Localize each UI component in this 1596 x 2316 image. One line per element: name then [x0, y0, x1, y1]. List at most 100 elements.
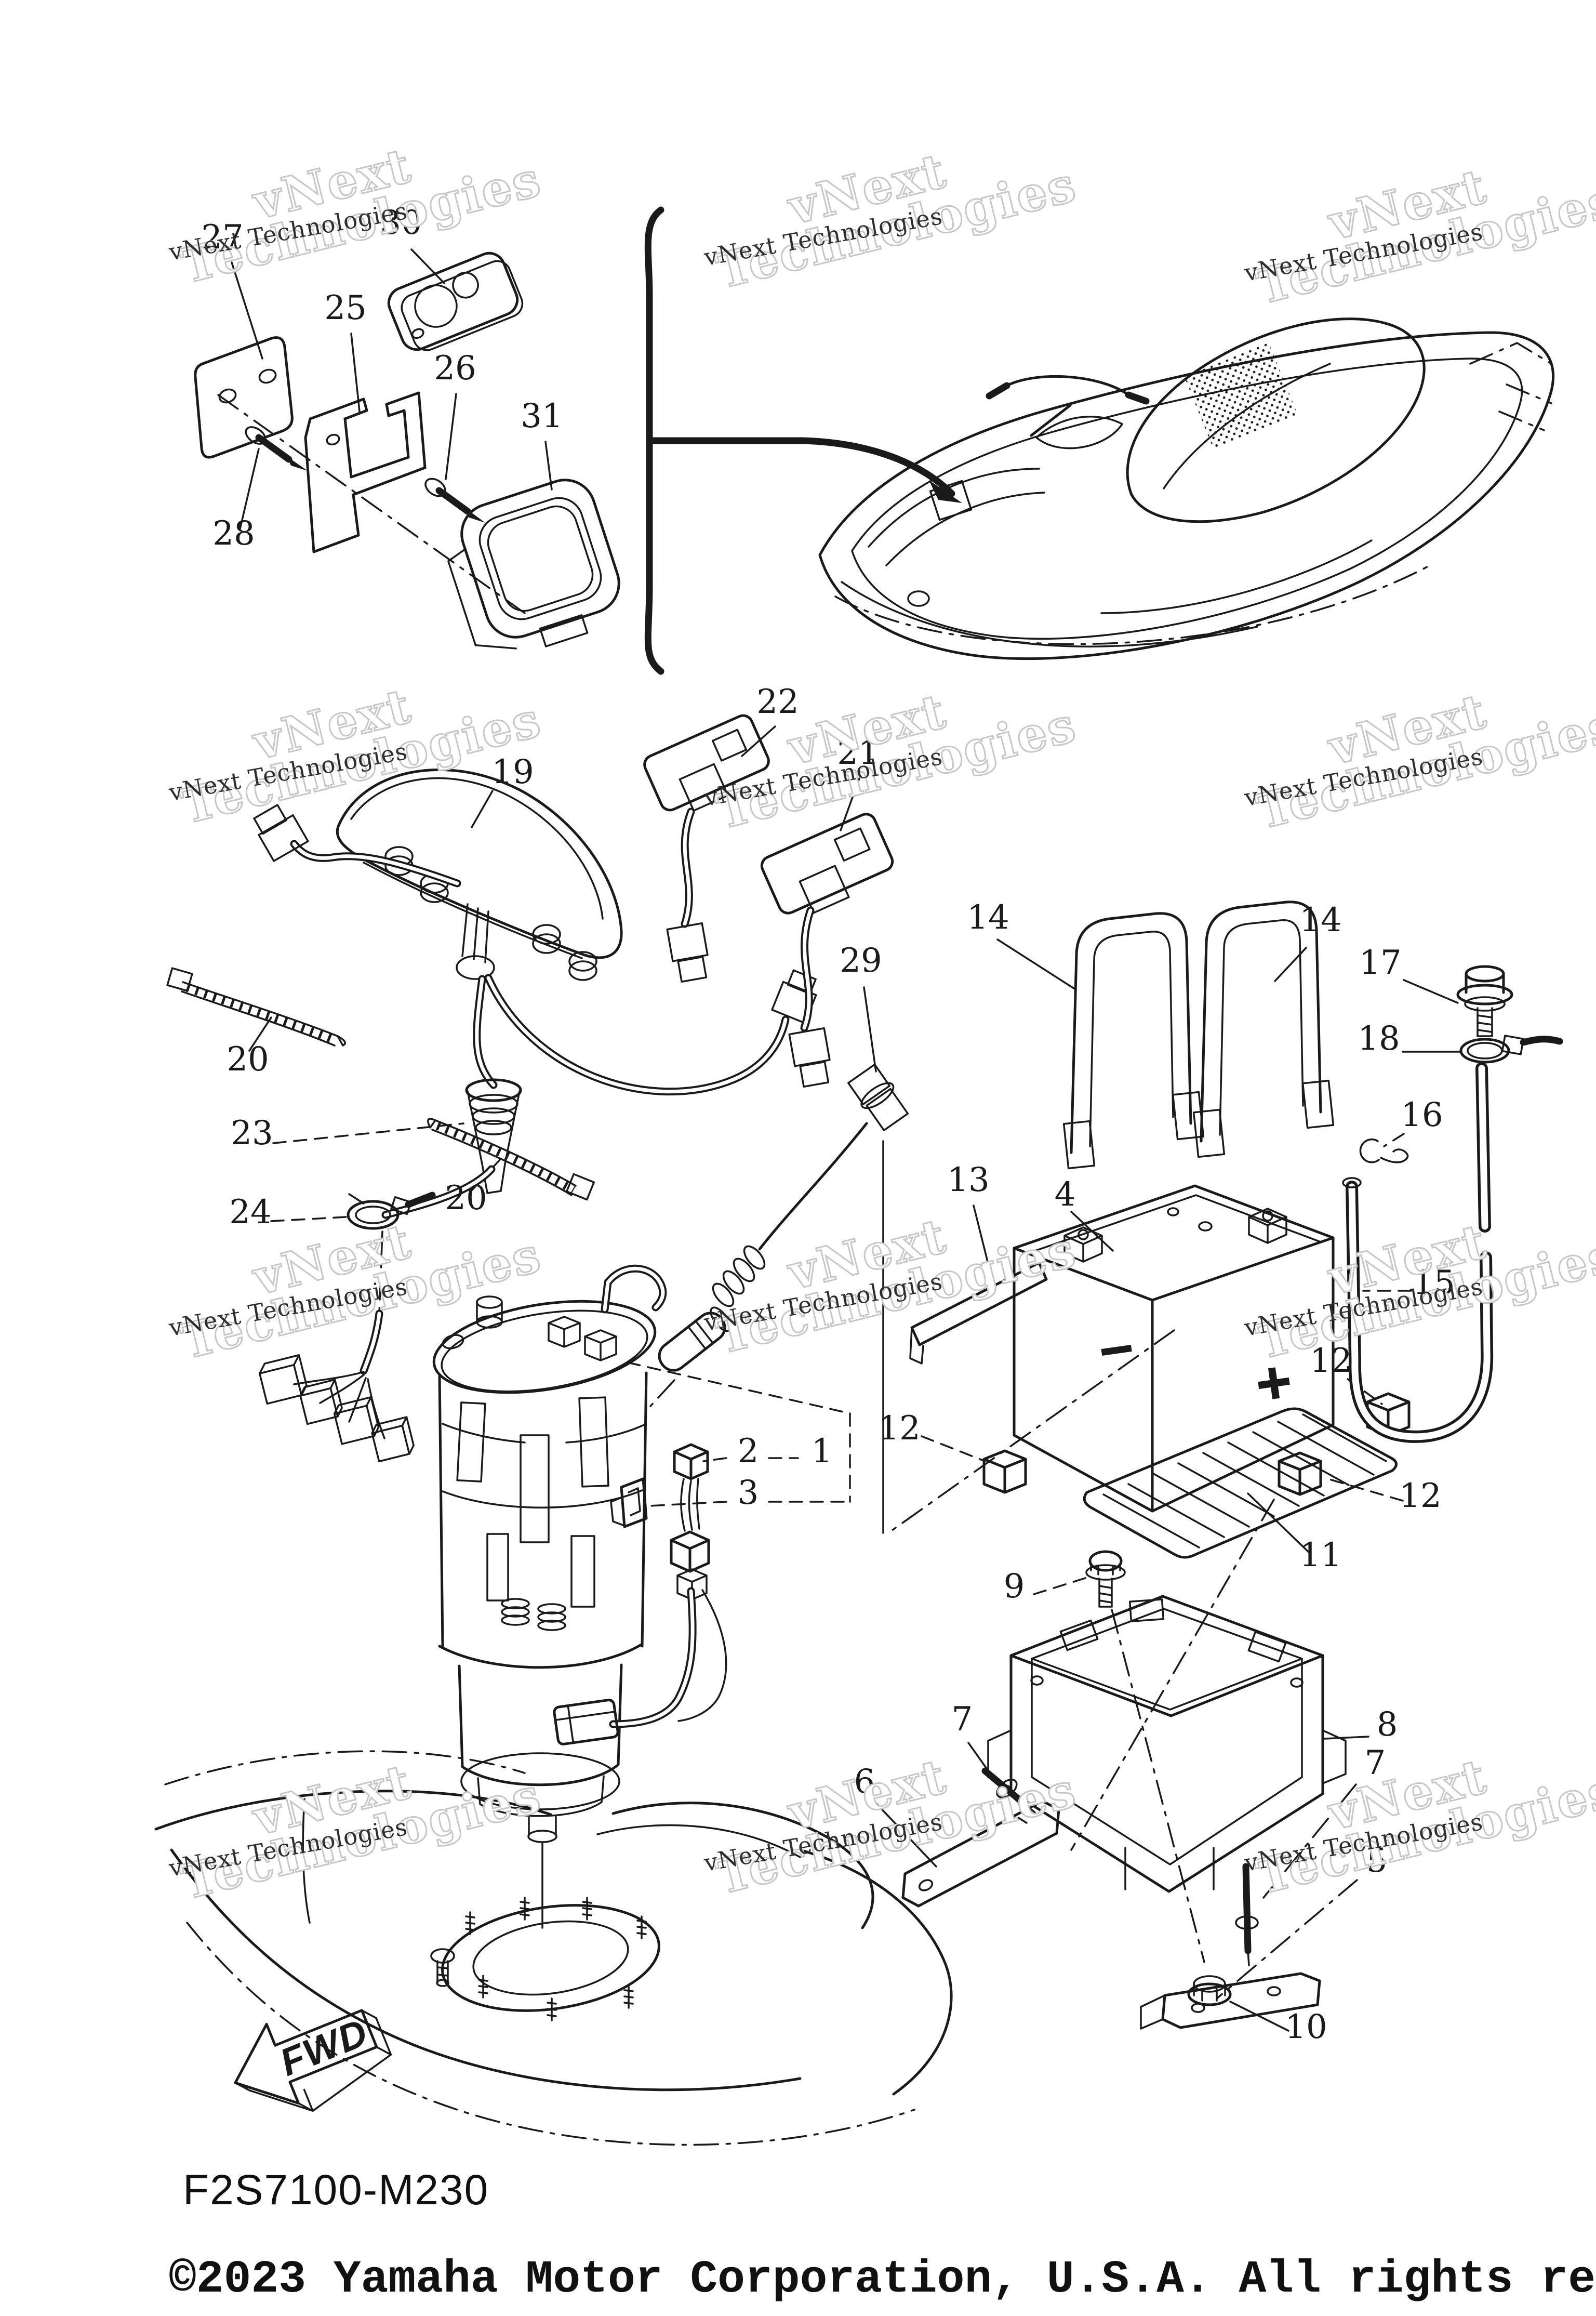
line-art	[527, 1830, 557, 1843]
line-art	[1216, 1879, 1358, 2000]
part-callout-26: 26	[434, 349, 476, 388]
line-art	[683, 810, 693, 926]
line-art	[1200, 901, 1322, 1143]
line-art	[1267, 1986, 1281, 1996]
line-art	[921, 1435, 986, 1462]
line-art	[610, 1487, 641, 1527]
line-art	[445, 393, 457, 480]
line-art	[272, 1122, 464, 1144]
line-art	[477, 1775, 605, 1817]
line-art	[456, 1401, 486, 1483]
line-art	[666, 922, 709, 983]
line-art	[501, 1598, 530, 1609]
line-art	[299, 1379, 343, 1425]
line-art	[476, 1315, 503, 1329]
line-art	[548, 1316, 581, 1348]
line-art	[456, 955, 495, 980]
part-callout-31: 31	[521, 397, 563, 435]
line-art	[1192, 1108, 1226, 1158]
line-art	[967, 1742, 992, 1776]
line-art	[528, 1816, 557, 1836]
meter-assembly-drawing	[253, 768, 817, 1096]
line-art	[166, 967, 193, 992]
line-art	[860, 1082, 895, 1109]
line-art	[478, 497, 602, 620]
line-art	[1302, 1413, 1387, 1462]
line-art	[596, 1824, 801, 1858]
line-art	[771, 969, 817, 1024]
line-art	[566, 1173, 595, 1201]
line-art	[666, 922, 709, 962]
fuel-pump-module-drawing	[432, 1264, 851, 1929]
immobilizer-bracket-cluster	[194, 248, 620, 650]
line-art	[1124, 1847, 1215, 1890]
line-art	[553, 1699, 619, 1745]
line-art	[929, 480, 962, 503]
line-art	[333, 1405, 376, 1445]
line-art	[553, 1699, 619, 1745]
line-art	[847, 1063, 891, 1105]
line-art	[1089, 931, 1174, 1147]
remote-transmitter-drawing	[387, 252, 524, 351]
line-art	[471, 790, 494, 828]
line-art	[1033, 1577, 1088, 1595]
sensor-drawing	[649, 986, 909, 1407]
line-art	[436, 1960, 449, 1984]
line-art	[1459, 1038, 1510, 1064]
line-art	[1467, 1042, 1503, 1060]
line-art	[501, 1614, 530, 1626]
line-art	[1177, 1462, 1275, 1517]
line-art	[1030, 1675, 1044, 1686]
part-callout-28: 28	[212, 514, 255, 553]
line-art	[465, 1078, 522, 1102]
line-art	[866, 1088, 909, 1131]
line-art	[348, 1193, 365, 1205]
line-art	[420, 882, 449, 903]
line-art	[758, 1122, 868, 1251]
line-art	[918, 1879, 934, 1891]
part-callout-22: 22	[756, 683, 799, 721]
meter-harness-drawing	[259, 1078, 522, 1463]
line-art	[326, 433, 340, 446]
line-art	[1172, 1091, 1205, 1141]
part-callout-23: 23	[231, 1114, 273, 1153]
line-art	[799, 1848, 953, 2096]
part-callout-6: 6	[854, 1763, 875, 1801]
line-art	[658, 1312, 726, 1372]
line-art	[476, 1295, 503, 1309]
line-art	[520, 1897, 530, 1921]
line-art	[643, 714, 770, 812]
fwd-arrow: FWD	[234, 2009, 392, 2112]
battery-box-drawing	[875, 1499, 1369, 2032]
line-art	[371, 1416, 415, 1463]
line-art	[901, 1799, 1060, 1908]
line-art	[627, 1361, 851, 1507]
line-art	[293, 1371, 385, 1439]
line-art	[290, 840, 461, 888]
line-art	[461, 903, 489, 963]
line-art	[1268, 1367, 1280, 1399]
line-art	[743, 1245, 766, 1270]
line-art	[1062, 1120, 1096, 1170]
line-art	[438, 1643, 644, 1669]
line-art	[362, 1312, 381, 1373]
part-callout-10: 10	[1285, 2008, 1327, 2046]
line-art	[643, 714, 770, 812]
line-art	[722, 1270, 745, 1295]
part-callout-15: 15	[1413, 1264, 1455, 1302]
line-art	[568, 960, 597, 981]
pump-cage	[442, 1396, 645, 1631]
line-art	[981, 1767, 1027, 1807]
part-callout-1: 1	[812, 1432, 833, 1471]
line-art	[371, 1424, 410, 1463]
line-art	[712, 729, 748, 762]
line-art	[355, 1206, 391, 1224]
line-art	[788, 1027, 831, 1067]
line-art	[248, 1016, 272, 1052]
line-art	[1167, 1207, 1179, 1216]
part-callout-9: 9	[1004, 1567, 1025, 1606]
watercraft-drawing	[818, 317, 1555, 660]
line-art	[478, 1975, 488, 1999]
